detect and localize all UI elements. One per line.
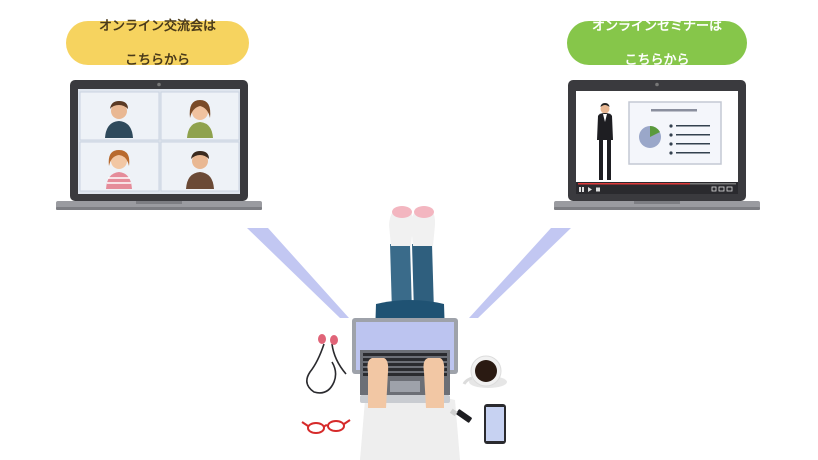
smartphone-icon bbox=[484, 404, 506, 444]
online-networking-label-line2: こちらから bbox=[124, 52, 190, 68]
online-seminar-label-line2: こちらから bbox=[624, 52, 690, 68]
presenter-slide-icon bbox=[576, 101, 738, 194]
coffee-cup-icon bbox=[462, 355, 507, 388]
beam-right bbox=[469, 228, 571, 318]
online-networking-label-line1: オンライン交流会は bbox=[98, 18, 216, 34]
seminar-laptop[interactable] bbox=[554, 80, 760, 210]
usb-stick-icon bbox=[449, 408, 472, 423]
online-seminar-button[interactable]: オンラインセミナーは こちらから bbox=[567, 18, 747, 68]
glasses-icon bbox=[301, 419, 351, 434]
beam-left bbox=[247, 228, 349, 318]
video-conference-grid-icon bbox=[79, 91, 240, 192]
online-networking-button[interactable]: オンライン交流会は こちらから bbox=[66, 18, 249, 68]
earphones-icon bbox=[306, 334, 347, 394]
video-conference-laptop[interactable] bbox=[56, 80, 262, 210]
online-seminar-label-line1: オンラインセミナーは bbox=[591, 18, 722, 34]
hands bbox=[360, 358, 452, 460]
